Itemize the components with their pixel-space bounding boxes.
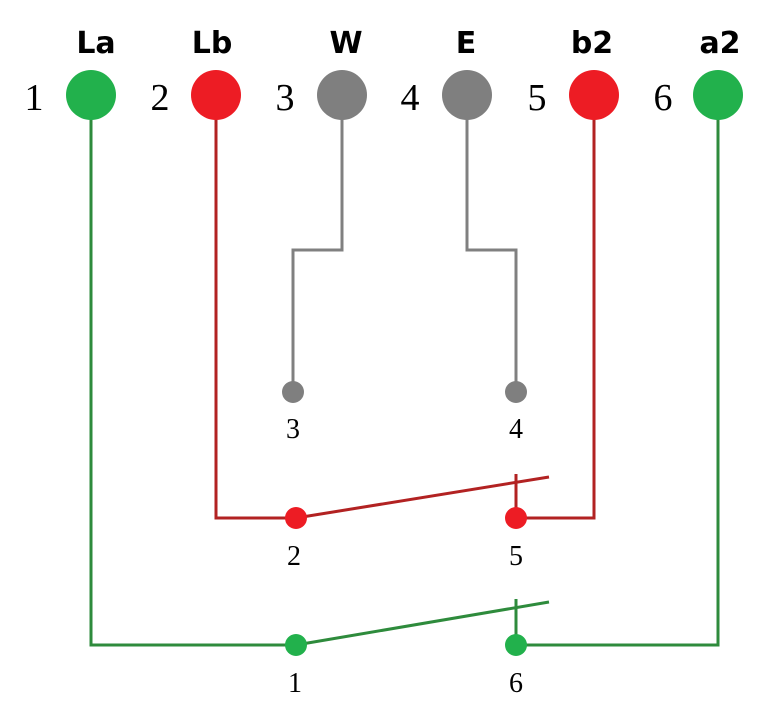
switch-blade-red xyxy=(295,475,550,520)
wire-lb-to-contact-2 xyxy=(214,95,296,520)
wire-la-to-contact-1 xyxy=(89,95,296,647)
terminal-6-dot xyxy=(693,70,743,120)
top-terminals: La 1 Lb 2 W 3 E 4 b2 5 a2 6 xyxy=(25,26,743,120)
terminal-2-number: 2 xyxy=(151,77,170,119)
wires xyxy=(89,95,720,647)
terminal-2-label: Lb xyxy=(192,26,233,61)
wire-a2-to-contact-6 xyxy=(516,95,720,647)
contact-3-dot xyxy=(282,381,304,403)
terminal-6-number: 6 xyxy=(654,77,673,119)
terminal-4-label: E xyxy=(456,26,477,61)
terminal-5-number: 5 xyxy=(528,77,547,119)
contact-1-dot xyxy=(285,634,307,656)
contact-1-number: 1 xyxy=(288,668,302,699)
contact-6-number: 6 xyxy=(509,668,523,699)
terminal-2-dot xyxy=(191,70,241,120)
terminal-4-dot xyxy=(442,70,492,120)
contact-4-number: 4 xyxy=(509,414,523,445)
contact-6-dot xyxy=(505,634,527,656)
terminal-3-label: W xyxy=(329,26,362,61)
contact-4-dot xyxy=(505,381,527,403)
wire-b2-to-contact-5 xyxy=(516,95,596,520)
switch-contacts: 3 4 2 5 1 6 xyxy=(282,381,527,699)
terminal-6-label: a2 xyxy=(699,26,740,61)
switch-blade-green xyxy=(295,600,550,647)
terminal-1-dot xyxy=(66,70,116,120)
terminal-1-label: La xyxy=(76,26,115,61)
contact-2-number: 2 xyxy=(287,541,301,572)
contact-5-number: 5 xyxy=(509,541,523,572)
wire-e-to-contact-4 xyxy=(465,95,518,392)
wire-w-to-contact-3 xyxy=(291,95,344,392)
contact-5-dot xyxy=(505,507,527,529)
contact-3-number: 3 xyxy=(286,414,300,445)
contact-2-dot xyxy=(285,507,307,529)
terminal-3-dot xyxy=(317,70,367,120)
terminal-4-number: 4 xyxy=(401,77,420,119)
terminal-5-label: b2 xyxy=(571,26,613,61)
terminal-5-dot xyxy=(569,70,619,120)
terminal-1-number: 1 xyxy=(25,77,44,119)
terminal-3-number: 3 xyxy=(276,77,295,119)
